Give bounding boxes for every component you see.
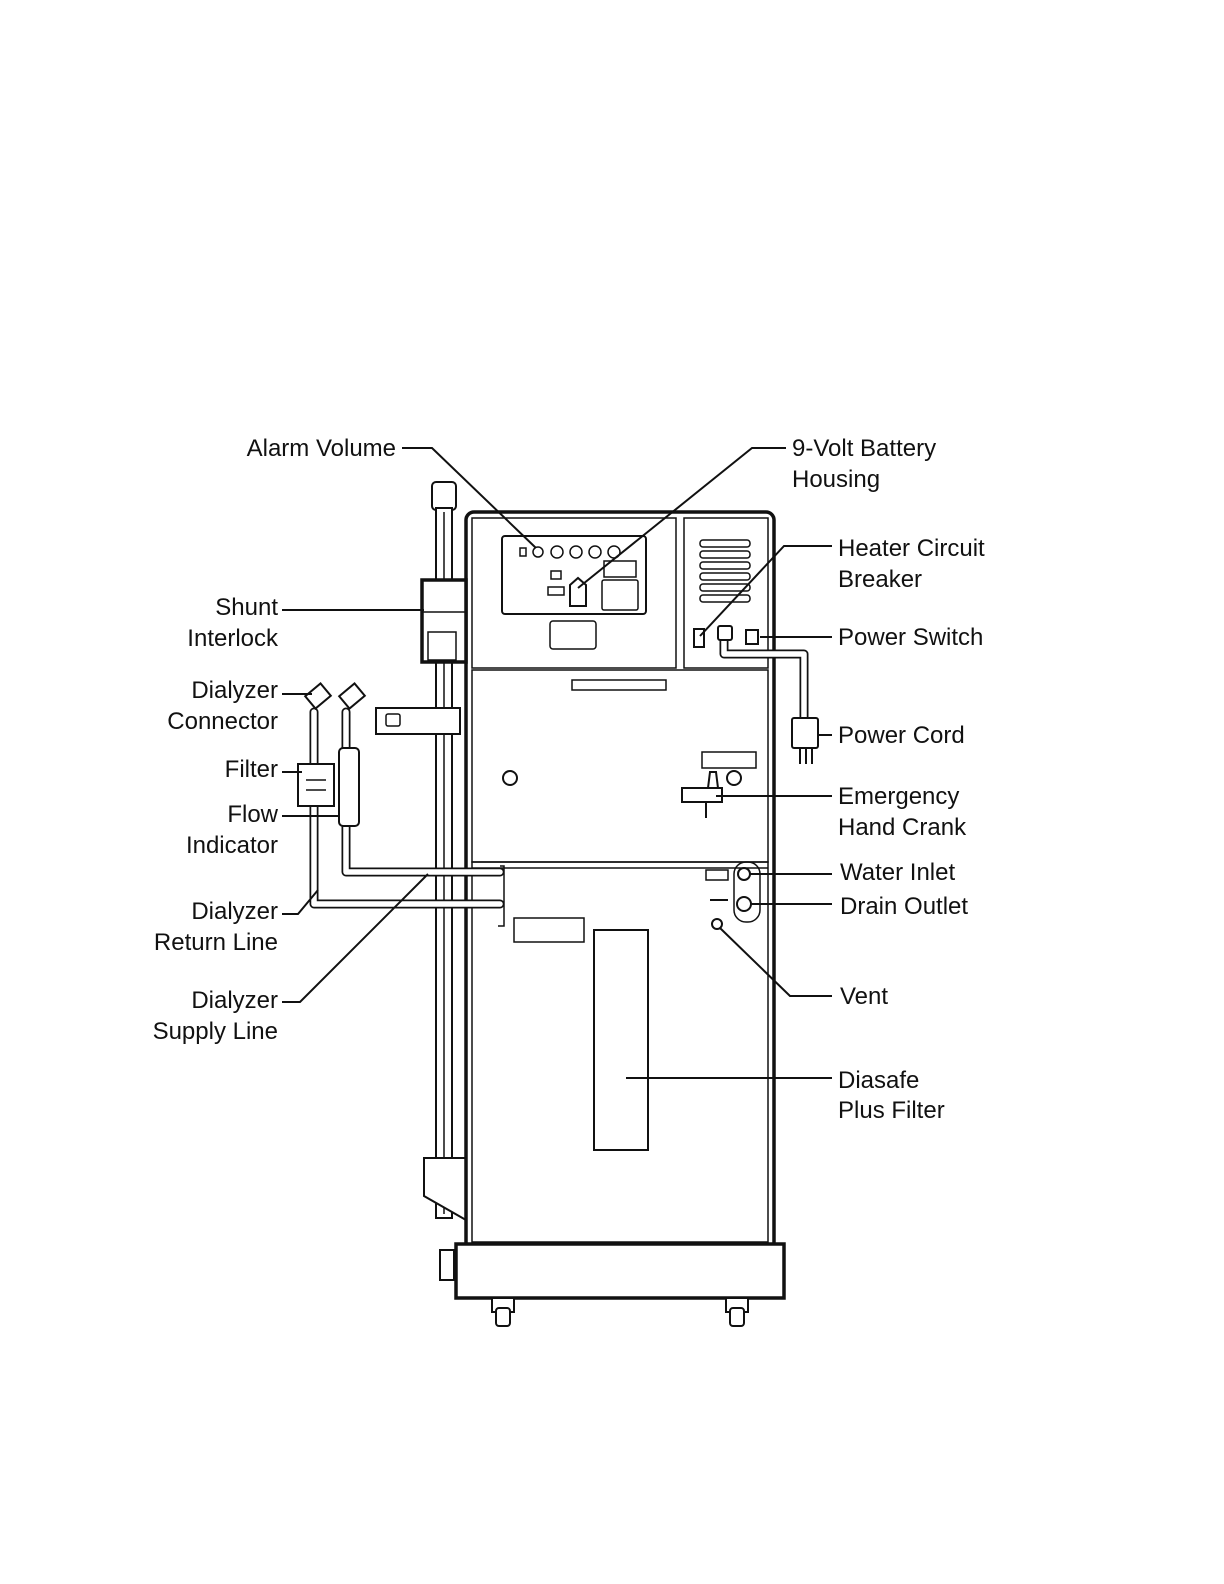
dialyzer-filter bbox=[298, 764, 334, 806]
label-dialyzer-connector-1: Dialyzer bbox=[191, 677, 278, 704]
label-vent: Vent bbox=[840, 983, 888, 1010]
bracket bbox=[376, 708, 460, 734]
label-shunt: Shunt bbox=[215, 594, 278, 621]
label-diasafe-plus-filter: Plus Filter bbox=[838, 1097, 945, 1124]
label-power-cord: Power Cord bbox=[838, 722, 965, 749]
dialyzer-connector bbox=[305, 683, 365, 708]
shunt-interlock bbox=[422, 580, 466, 662]
label-dialyzer-supply-line: Supply Line bbox=[153, 1018, 278, 1045]
heater-circuit-breaker-switch bbox=[694, 629, 704, 647]
label-filter: Filter bbox=[225, 756, 278, 783]
power-switch-toggle bbox=[746, 630, 758, 644]
label-water-inlet: Water Inlet bbox=[840, 859, 955, 886]
diasafe-plus-filter-part bbox=[594, 930, 648, 1150]
label-emergency: Emergency bbox=[838, 783, 959, 810]
label-dialyzer-connector-2: Connector bbox=[167, 708, 278, 735]
label-flow-indicator: Indicator bbox=[186, 832, 278, 859]
label-9-volt-battery-housing: Housing bbox=[792, 466, 880, 493]
label-dialyzer-return-line: Return Line bbox=[154, 929, 278, 956]
label-heater-circuit: Heater Circuit bbox=[838, 535, 985, 562]
label-drain-outlet: Drain Outlet bbox=[840, 893, 968, 920]
label-shunt-interlock: Interlock bbox=[187, 625, 279, 652]
label-power-switch: Power Switch bbox=[838, 624, 983, 651]
label-heater-circuit-breaker: Breaker bbox=[838, 566, 922, 593]
middle-panel-knob-left bbox=[503, 771, 517, 785]
label-9-volt-battery: 9-Volt Battery bbox=[792, 435, 936, 462]
middle-panel-knob-right bbox=[727, 771, 741, 785]
label-emergency-hand-crank: Hand Crank bbox=[838, 814, 967, 841]
label-alarm-volume: Alarm Volume bbox=[247, 435, 396, 462]
machine-base bbox=[440, 1244, 784, 1326]
label-dialyzer-supply-1: Dialyzer bbox=[191, 987, 278, 1014]
label-flow: Flow bbox=[227, 801, 278, 828]
label-diasafe: Diasafe bbox=[838, 1067, 919, 1094]
label-dialyzer-return-1: Dialyzer bbox=[191, 898, 278, 925]
flow-indicator-part bbox=[339, 748, 359, 826]
